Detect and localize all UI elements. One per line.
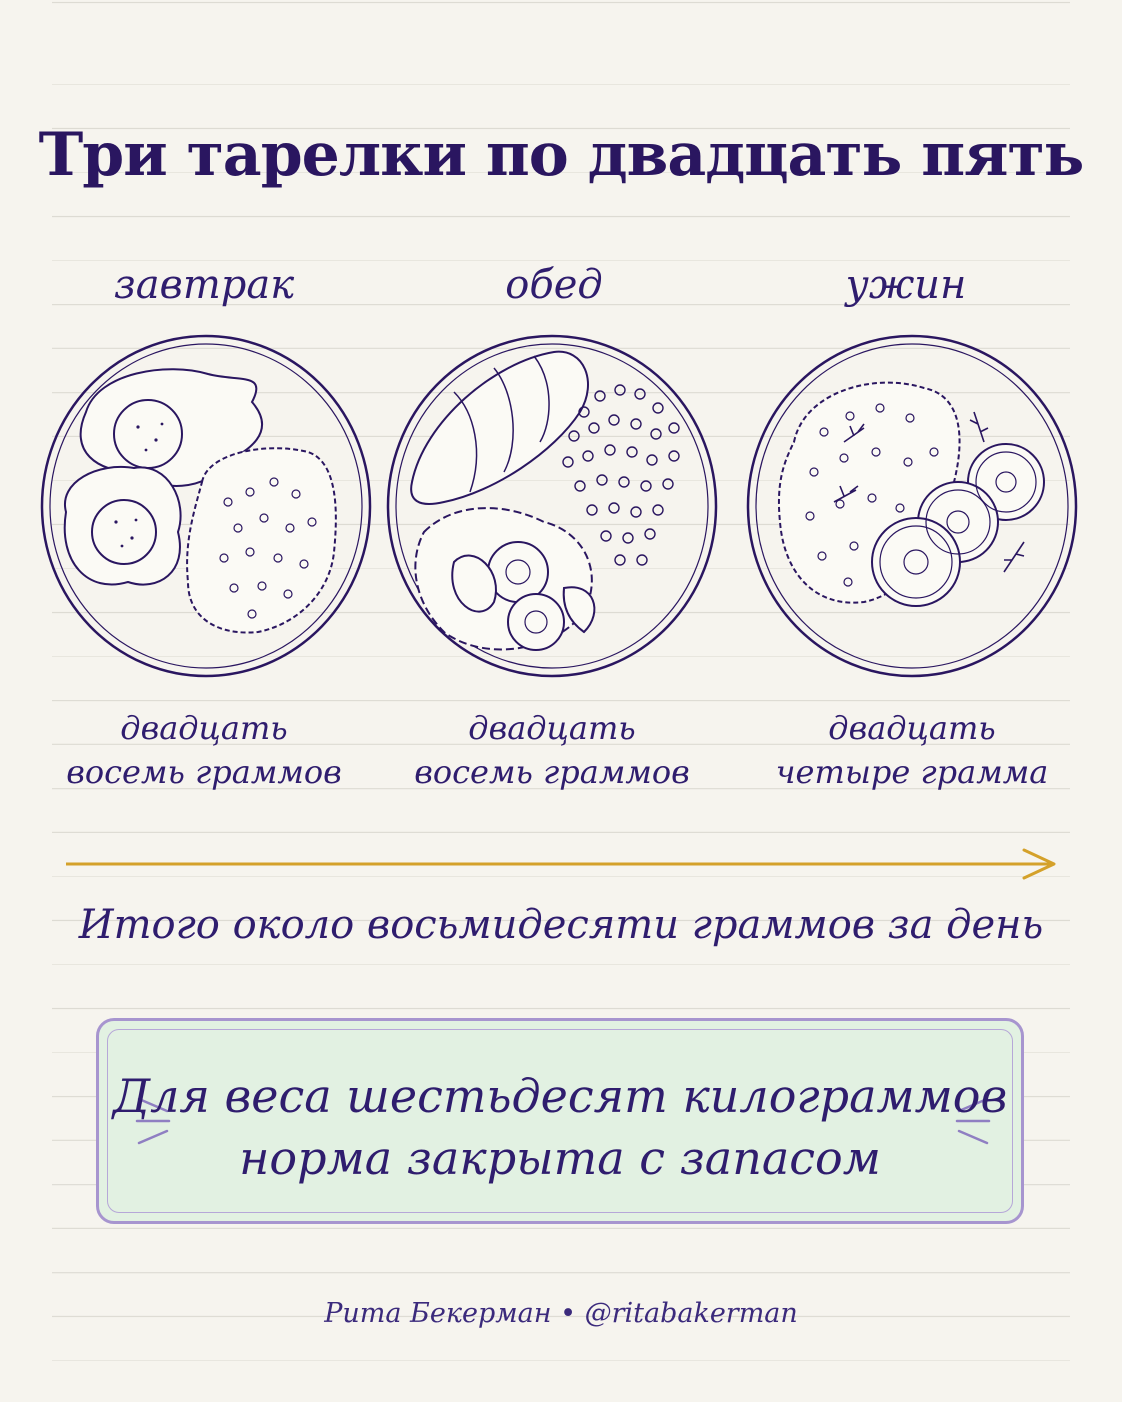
- arrow-right-icon: [66, 848, 1056, 880]
- grams-line: двадцать: [468, 709, 636, 747]
- meal-protein-dinner: двадцать четыре грамма: [752, 706, 1072, 794]
- meal-label-dinner: ужин: [845, 262, 967, 308]
- daily-total-text: Итого около восьмидесяти граммов за день: [78, 902, 1044, 948]
- meal-protein-lunch: двадцать восемь граммов: [392, 706, 712, 794]
- grams-line: двадцать: [120, 709, 288, 747]
- emphasis-marks-left-icon: [135, 1097, 171, 1145]
- callout-line: Для веса шестьдесят килограммов: [112, 1069, 1008, 1123]
- author-credit: Рита Бекерман • @ritabakerman: [324, 1298, 798, 1329]
- plate-breakfast-eggs-rice-icon: [40, 334, 372, 678]
- grams-line: восемь граммов: [414, 753, 690, 791]
- meal-protein-breakfast: двадцать восемь граммов: [44, 706, 364, 794]
- meal-label-lunch: обед: [505, 262, 603, 308]
- grams-line: двадцать: [828, 709, 996, 747]
- plate-dinner-rice-cucumber-dill-icon: [746, 334, 1078, 678]
- grams-line: четыре грамма: [775, 753, 1049, 791]
- meal-label-breakfast: завтрак: [113, 262, 295, 308]
- emphasis-marks-right-icon: [955, 1097, 991, 1145]
- callout-text: Для веса шестьдесят килограммов норма за…: [99, 1065, 1021, 1189]
- grams-line: восемь граммов: [66, 753, 342, 791]
- callout-line: норма закрыта с запасом: [239, 1131, 881, 1185]
- page-title: Три тарелки по двадцать пять: [38, 120, 1085, 190]
- callout-inner-border: [107, 1029, 1013, 1213]
- callout-box: Для веса шестьдесят килограммов норма за…: [96, 1018, 1024, 1224]
- plate-lunch-chicken-lentils-salad-icon: [386, 334, 718, 678]
